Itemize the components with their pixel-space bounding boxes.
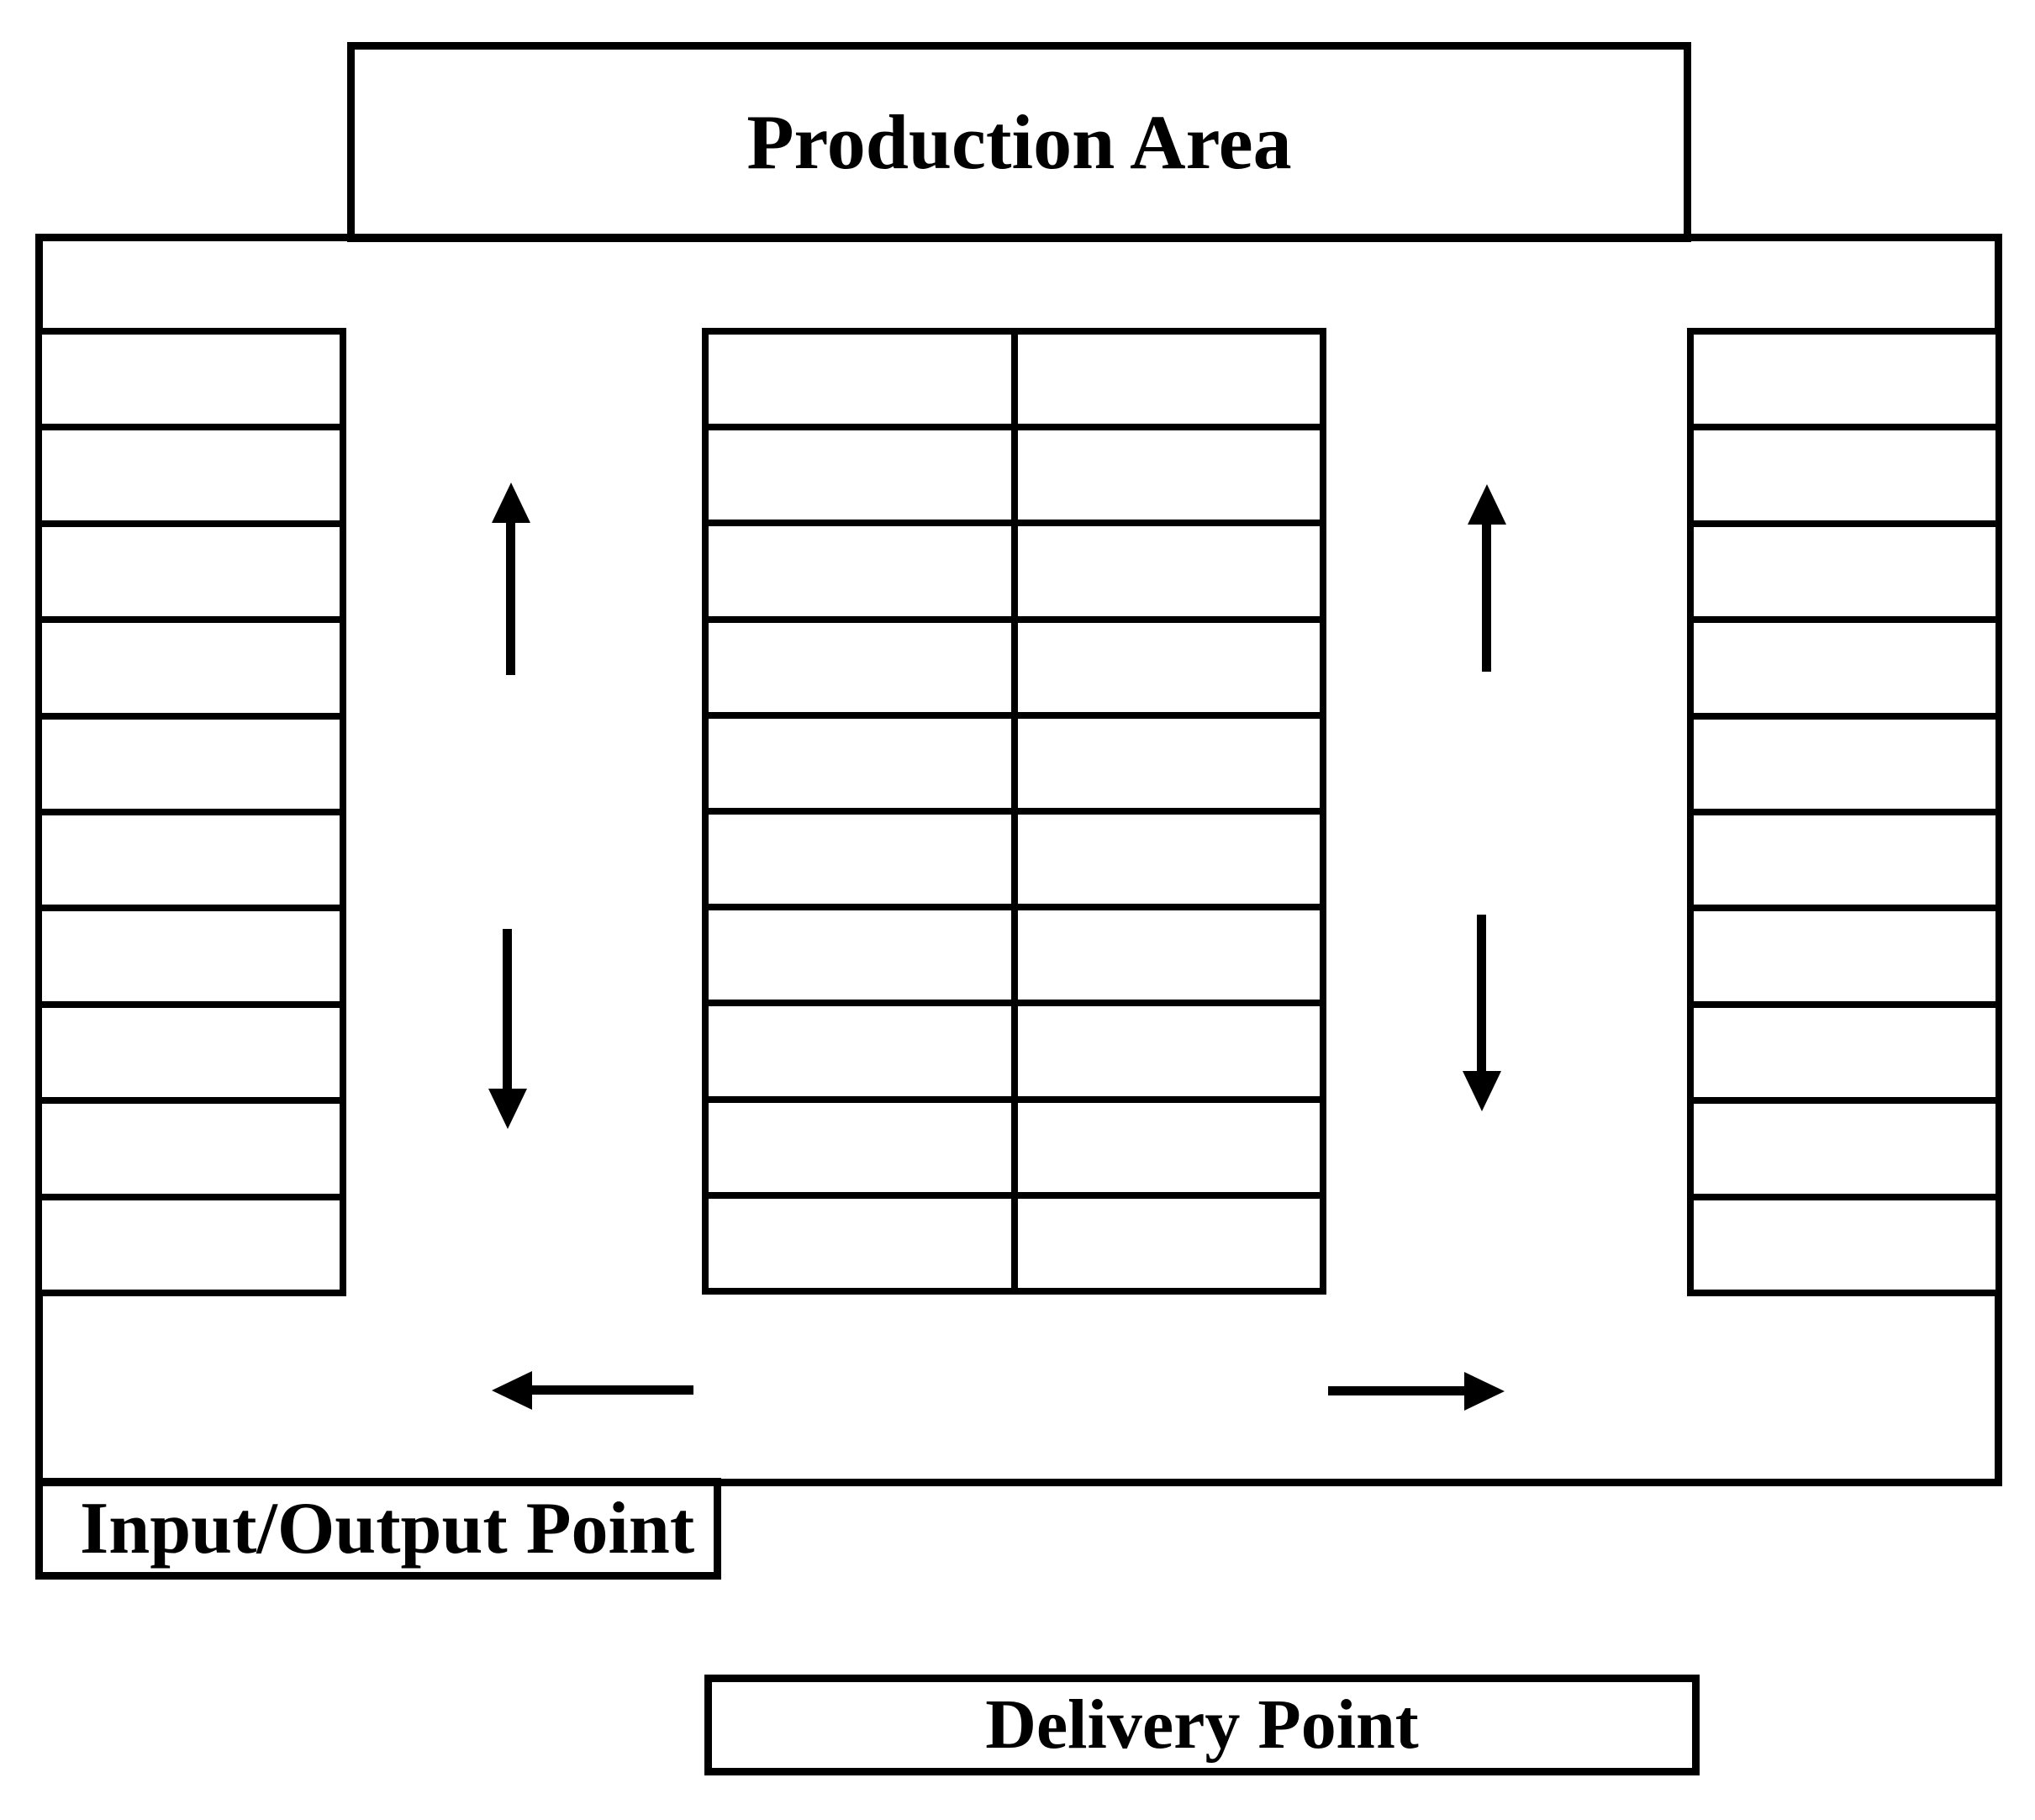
storage-cell [709,718,1011,808]
storage-cell [42,815,340,905]
storage-cell [42,911,340,1001]
storage-cell [42,335,340,425]
storage-cell [1694,526,1995,617]
storage-cell [42,1104,340,1194]
storage-cell [1694,719,1995,809]
storage-cell [1017,526,1320,616]
storage-cell [42,623,340,713]
storage-cell [1017,910,1320,1000]
input-output-point-label: Input/Output Point [80,1487,695,1569]
storage-cell [1694,430,1995,520]
storage-cell [42,430,340,520]
storage-cell [709,526,1011,616]
storage-cell [1694,1007,1995,1098]
storage-cell [1017,430,1320,520]
storage-cell [1017,622,1320,712]
storage-cell [1694,815,1995,905]
storage-cell [1694,335,1995,425]
storage-cell [709,335,1011,425]
storage-cell [42,1007,340,1098]
storage-cell [1017,1006,1320,1096]
input-output-point-box: Input/Output Point [35,1478,721,1580]
storage-cell [709,1198,1011,1288]
storage-cell [1017,814,1320,905]
storage-cell [1694,1104,1995,1194]
delivery-point-label: Delivery Point [985,1685,1419,1764]
storage-cell [42,526,340,617]
delivery-point-box: Delivery Point [704,1675,1700,1775]
storage-cell [709,430,1011,520]
storage-cell [709,910,1011,1000]
storage-cell [42,1200,340,1290]
left-storage-rack [35,328,346,1296]
storage-cell [1017,1198,1320,1288]
storage-cell [709,622,1011,712]
storage-cell [1694,1200,1995,1290]
storage-cell [1694,911,1995,1001]
storage-cell [1017,718,1320,808]
storage-cell [1017,1102,1320,1192]
production-area-box: Production Area [347,42,1691,242]
storage-cell [1017,335,1320,425]
storage-cell [1694,623,1995,713]
production-area-label: Production Area [746,99,1292,185]
storage-cell [709,1102,1011,1192]
storage-cell [709,814,1011,905]
storage-cell [42,719,340,809]
storage-cell [709,1006,1011,1096]
center-storage-rack [702,328,1326,1295]
right-storage-rack [1687,328,2002,1296]
